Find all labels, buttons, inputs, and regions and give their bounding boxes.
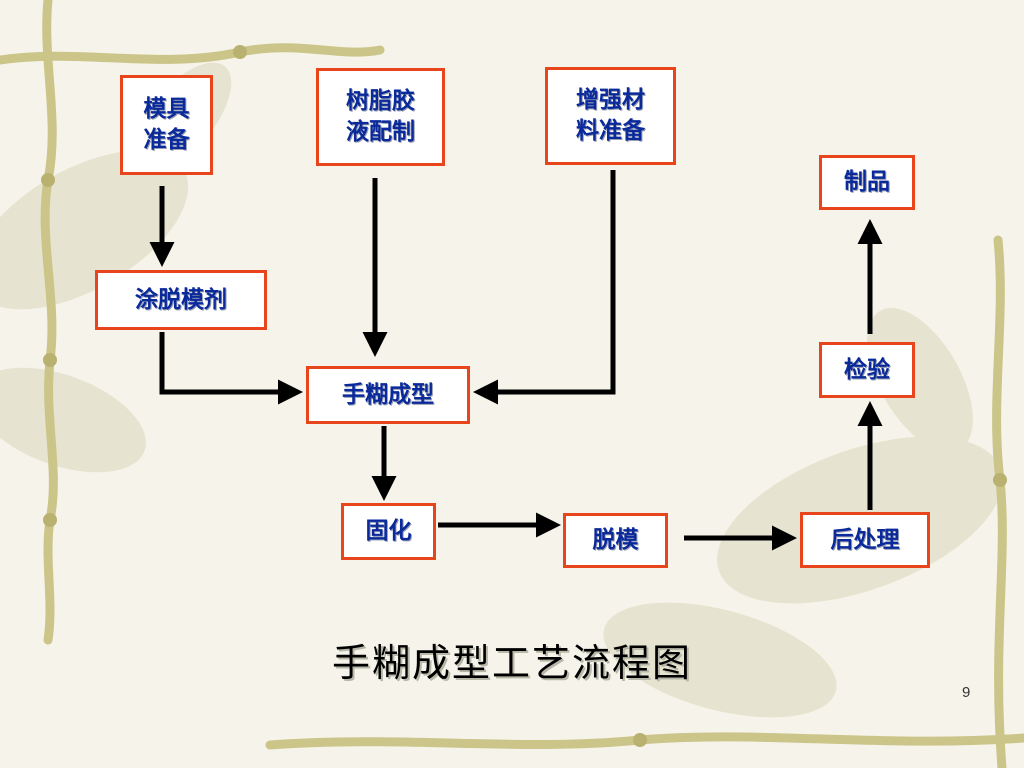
node-post-process: 后处理 [800, 512, 930, 568]
node-reinforce-prep: 增强材 料准备 [545, 67, 676, 165]
node-demold: 脱模 [563, 513, 668, 568]
node-inspection: 检验 [819, 342, 915, 398]
node-product: 制品 [819, 155, 915, 210]
node-curing: 固化 [341, 503, 436, 560]
node-mold-prep: 模具 准备 [120, 75, 213, 175]
node-resin-prep: 树脂胶 液配制 [316, 68, 445, 166]
diagram-title: 手糊成型工艺流程图 [331, 641, 692, 685]
node-release-agent: 涂脱模剂 [95, 270, 267, 330]
page-number: 9 [962, 684, 971, 701]
node-hand-layup: 手糊成型 [306, 366, 470, 424]
arrow-reinforce-to-layup [473, 170, 616, 405]
arrow-release-to-layup [159, 332, 303, 405]
vine-knots [41, 45, 1007, 747]
